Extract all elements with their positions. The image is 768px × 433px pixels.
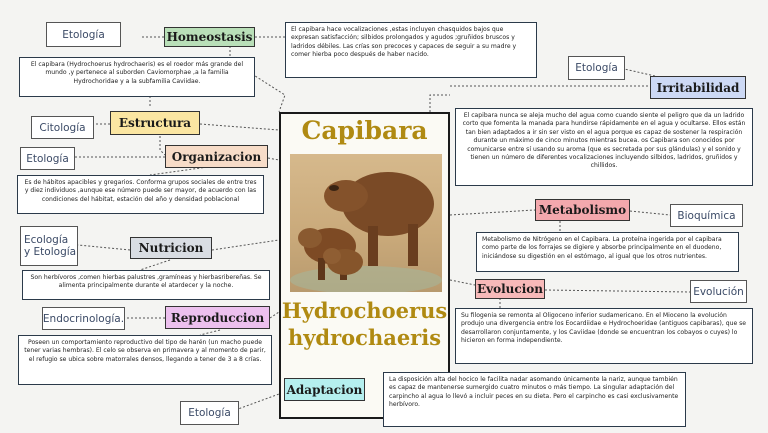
tag-etologia-bottom: Etología [180,401,239,425]
capybara-photo [290,154,442,292]
node-metabolismo: Metabolismo [535,199,630,221]
text-metabolismo: Metabolismo de Nitrógeno en el Capibara.… [476,232,739,272]
node-irritabilidad: Irritabilidad [650,76,746,99]
tag-ecologia-etologia: Ecología y Etología [20,226,78,266]
scientific-name-2: hydrochaeris [287,325,442,350]
text-nutricion: Son herbívoros ,comen hierbas palustres … [22,270,270,300]
text-adaptacion: La disposición alta del hocico le facili… [383,372,686,427]
tag-etologia-right: Etología [568,56,625,80]
tag-etologia-top: Etología [46,22,121,47]
node-homeostasis: Homeostasis [164,27,255,47]
text-reproduccion: Poseen un comportamiento reproductivo de… [18,335,272,385]
scientific-name-1: Hydrochoerus [281,298,448,323]
text-estructura: El capibara (Hydrochoerus hydrochaeris) … [19,57,255,97]
node-nutricion: Nutricion [130,237,212,259]
center-card: Capibara Hydrochoerus hydrochaeris [279,112,450,419]
text-irritabilidad: El capibara nunca se aleja mucho del agu… [455,108,753,186]
center-title: Capibara [301,116,428,145]
text-homeostasis: El capibara hace vocalizaciones ,estas i… [285,22,537,78]
node-reproduccion: Reproduccion [165,306,270,329]
tag-bioquimica: Bioquímica [670,204,743,227]
node-adaptacion: Adaptacion [284,378,365,401]
text-evolucion: Su filogenia se remonta al Oligoceno inf… [455,308,753,364]
text-organizacion: Es de hábitos apacibles y gregarios. Con… [17,175,264,214]
tag-etologia-left: Etología [20,147,75,170]
node-estructura: Estructura [110,111,200,135]
node-organizacion: Organizacion [165,145,268,168]
tag-endocrinologia: Endocrinología. [42,307,125,330]
node-evolucion: Evolucion [475,279,545,299]
tag-citologia: Citología [31,116,94,139]
tag-evolucion: Evolución [690,280,747,303]
